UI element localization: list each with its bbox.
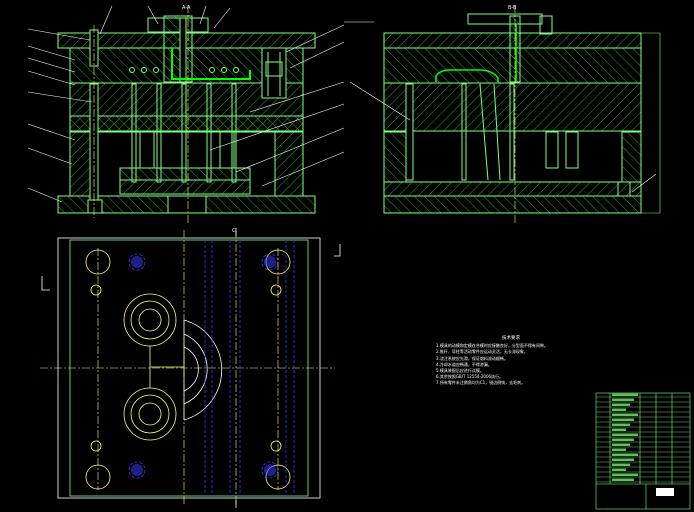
technical-note-line: 7.所有零件未注倒角均为C1，锐边倒钝，去毛刺。 — [436, 380, 526, 386]
side-section-view — [383, 13, 642, 214]
technical-note-line: 5.模具装配后应进行试模。 — [436, 368, 484, 374]
title-block — [595, 392, 691, 510]
technical-note-line: 2.推杆、导柱等活动零件应运动灵活，无卡滞现象。 — [436, 349, 528, 355]
technical-note-line: 6.其余按照GB/T 12554-2006执行。 — [436, 374, 504, 380]
front-leaders — [27, 5, 345, 203]
side-frame — [641, 32, 661, 214]
technical-notes-heading: 技术要求 — [502, 336, 520, 341]
technical-notes: 技术要求 1.模具的动模和定模在合模时应接触良好，分型面不得有间隙。 2.推杆、… — [436, 336, 586, 387]
front-centerlines — [93, 5, 189, 225]
technical-note-line: 3.浇注系统应光滑，保证熔料流动顺畅。 — [436, 355, 508, 361]
side-leaders — [344, 21, 657, 193]
front-section-view — [57, 15, 316, 214]
plan-view — [40, 228, 341, 508]
technical-note-line: 4.冷却水道应畅通，不得渗漏。 — [436, 361, 492, 367]
technical-note-line: 1.模具的动模和定模在合模时应接触良好，分型面不得有间隙。 — [436, 343, 548, 349]
